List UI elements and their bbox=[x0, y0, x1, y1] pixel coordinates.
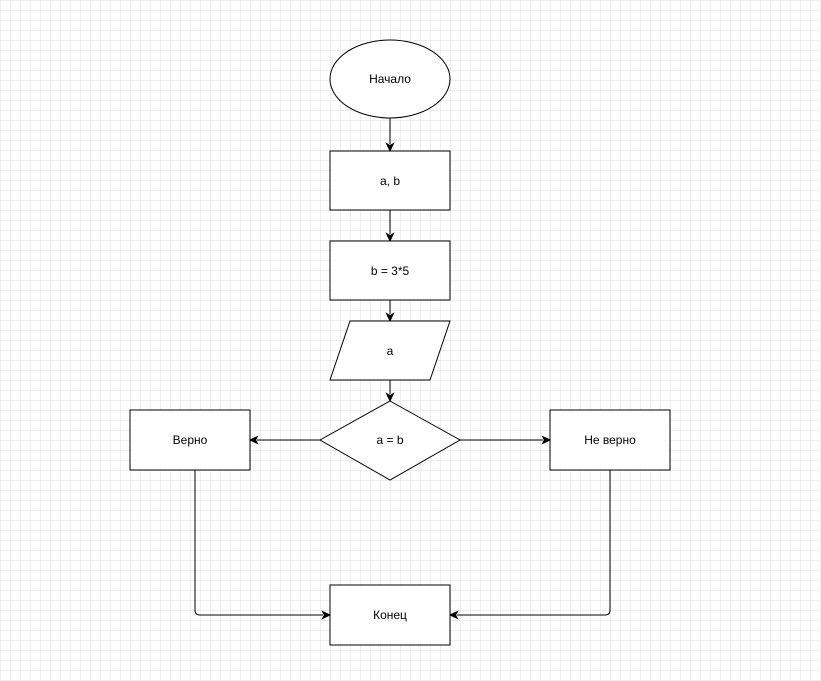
node-end[interactable]: Конец bbox=[329, 584, 451, 646]
decision-label: a = b bbox=[376, 433, 403, 447]
decision-diamond[interactable] bbox=[318, 400, 462, 481]
io-a-parallelogram[interactable] bbox=[329, 320, 451, 381]
node-start[interactable]: Начало bbox=[329, 39, 451, 119]
true-branch-rect[interactable] bbox=[129, 409, 251, 471]
arrow-decision-to-false bbox=[541, 435, 552, 445]
input-ab-rect[interactable] bbox=[329, 150, 451, 211]
true-branch-label: Верно bbox=[173, 433, 208, 447]
arrow-decision-to-true bbox=[248, 435, 259, 445]
arrow-input-to-assign bbox=[385, 232, 395, 243]
false-branch-rect[interactable] bbox=[549, 409, 671, 471]
arrow-true-to-end bbox=[321, 610, 332, 620]
node-input-ab[interactable]: a, b bbox=[329, 150, 451, 211]
end-label: Конец bbox=[373, 608, 407, 622]
edge-true-to-end bbox=[194, 470, 323, 616]
false-branch-label: Не верно bbox=[584, 433, 636, 447]
arrow-start-to-input bbox=[385, 142, 395, 153]
edge-false-to-end bbox=[457, 470, 611, 616]
node-true-branch[interactable]: Верно bbox=[129, 409, 251, 471]
start-ellipse[interactable] bbox=[329, 39, 451, 119]
arrow-assign-to-io bbox=[385, 312, 395, 323]
node-assign-b[interactable]: b = 3*5 bbox=[329, 240, 451, 301]
arrow-false-to-end bbox=[448, 610, 459, 620]
assign-b-rect[interactable] bbox=[329, 240, 451, 301]
io-a-label: a bbox=[387, 344, 394, 358]
input-ab-label: a, b bbox=[380, 174, 400, 188]
node-false-branch[interactable]: Не верно bbox=[549, 409, 671, 471]
arrow-io-to-decision bbox=[385, 392, 395, 403]
assign-b-label: b = 3*5 bbox=[371, 264, 410, 278]
start-label: Начало bbox=[369, 72, 411, 86]
end-rect[interactable] bbox=[329, 584, 451, 646]
edges bbox=[194, 118, 611, 620]
node-decision[interactable]: a = b bbox=[318, 400, 462, 481]
node-io-a[interactable]: a bbox=[329, 320, 451, 381]
